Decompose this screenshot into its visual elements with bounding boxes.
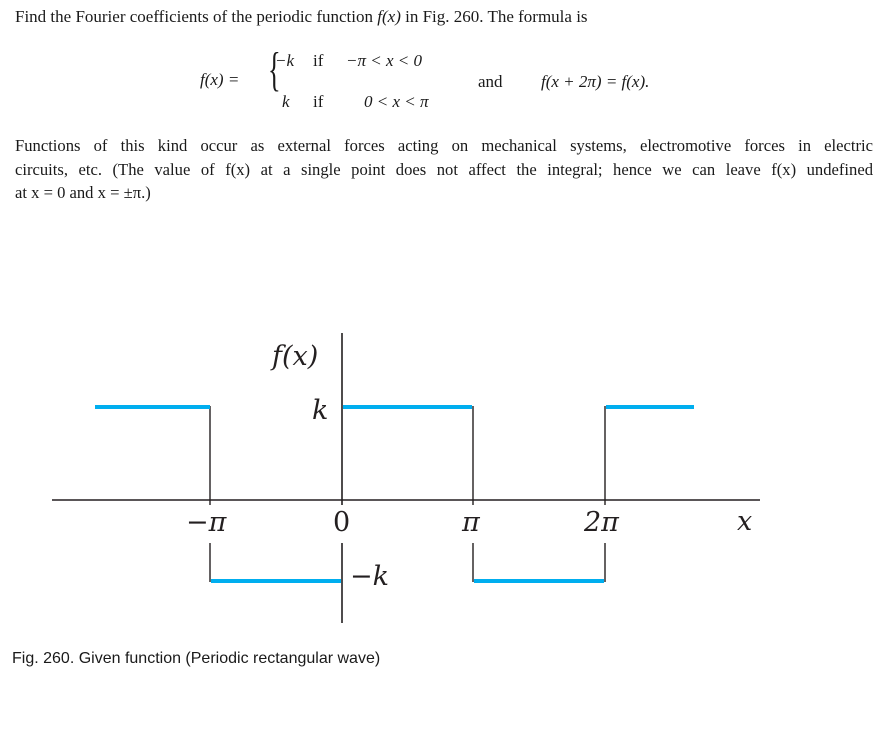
case-2-condition: 0 < x < π — [364, 92, 429, 111]
periodicity-condition: f(x + 2π) = f(x). — [541, 72, 650, 91]
y-axis-label: f(x) — [270, 341, 318, 372]
case-1-value: −k — [275, 51, 295, 70]
intro-text: Find the Fourier coefficients of the per… — [15, 7, 378, 26]
tick-label-neg-pi: −π — [186, 507, 228, 538]
function-graph — [95, 405, 694, 583]
intro-suffix: in Fig. 260. The formula is — [400, 7, 588, 26]
tick-label-zero: 0 — [333, 507, 350, 538]
figure-caption: Fig. 260. Given function (Periodic recta… — [12, 650, 381, 667]
left-brace: { — [268, 43, 281, 96]
paragraph-line: at x = 0 and x = ±π.) — [15, 183, 151, 202]
case-2-if: if — [313, 92, 324, 111]
paragraph-line: circuits, etc. (The value of f(x) at a s… — [15, 159, 873, 179]
tick-label-2pi: 2π — [583, 507, 620, 538]
formula-lhs-text: f(x) = — [200, 70, 240, 89]
level-label-top: k — [312, 395, 328, 426]
case-1-condition: −π < x < 0 — [346, 51, 422, 70]
formula-lhs: f(x) = — [200, 70, 239, 90]
tick-label-pi: π — [461, 507, 481, 538]
paragraph-line: Functions of this kind occur as external… — [15, 136, 873, 155]
explanation-paragraph: Functions of this kind occur as external… — [15, 134, 873, 205]
x-axis-label: x — [737, 506, 752, 537]
intro-function: f(x) — [377, 7, 401, 26]
case-2-value: k — [282, 92, 290, 111]
problem-intro: Find the Fourier coefficients of the per… — [15, 7, 588, 27]
level-label-bottom: −k — [350, 561, 389, 592]
formula-connector: and — [478, 72, 503, 91]
case-1-if: if — [313, 51, 324, 70]
